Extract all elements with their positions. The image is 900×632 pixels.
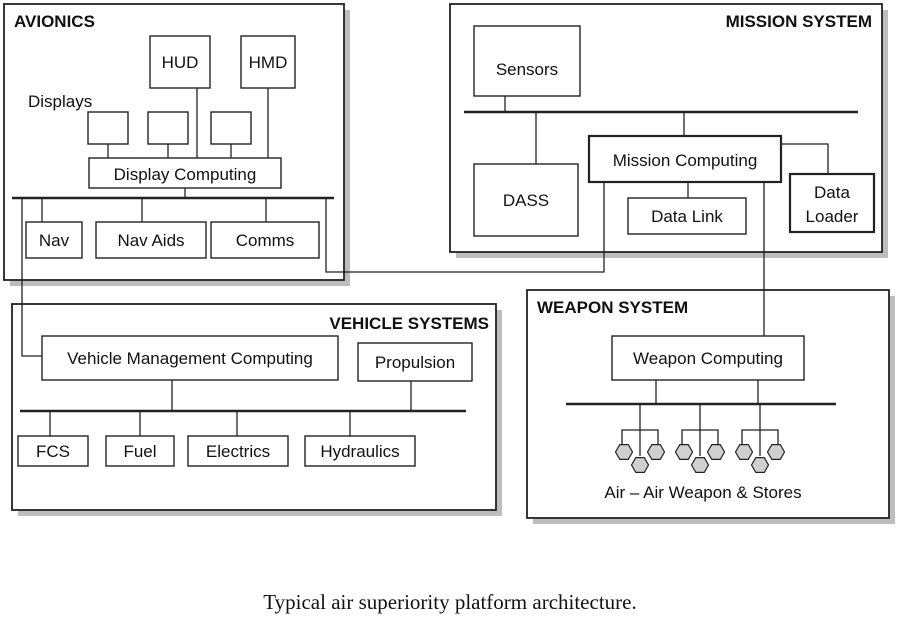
hud-box [149, 35, 211, 89]
weapon-store-hexagon [630, 457, 650, 473]
weapon-computing-box [611, 335, 805, 381]
weapon-store-hexagon [690, 457, 710, 473]
weapon-store-hexagon [674, 444, 694, 460]
weapon-title: WEAPON SYSTEM [537, 298, 688, 317]
nav-aids-label: Nav Aids [117, 231, 184, 250]
displays-label: Displays [28, 92, 92, 111]
weapon-computing-label: Weapon Computing [633, 349, 783, 368]
fuel-box [105, 435, 175, 467]
nav-label: Nav [39, 231, 70, 250]
sensors-box [473, 25, 581, 97]
electrics-box [187, 435, 289, 467]
mission-computing-box [587, 134, 783, 184]
data-link-label: Data Link [651, 207, 723, 226]
weapon-store-hexagon [734, 444, 754, 460]
weapon-stores-group [614, 424, 786, 473]
propulsion-label: Propulsion [375, 353, 455, 372]
data-loader-label-line2: Loader [806, 207, 859, 226]
mission-computing-label: Mission Computing [613, 151, 758, 170]
data-loader-box [788, 172, 876, 234]
vehicle-title: VEHICLE SYSTEMS [329, 314, 489, 333]
fcs-label: FCS [36, 442, 70, 461]
display-computing-label: Display Computing [114, 165, 257, 184]
fcs-box [17, 435, 89, 467]
dass-box [473, 163, 579, 237]
figure-caption: Typical air superiority platform archite… [263, 590, 636, 614]
vmc-box [41, 335, 339, 381]
display-box-3 [210, 111, 252, 145]
display-computing-box [88, 157, 282, 189]
vmc-label: Vehicle Management Computing [67, 349, 313, 368]
weapon-store-hexagon [750, 457, 770, 473]
weapon-store-hexagon [706, 444, 726, 460]
hydraulics-label: Hydraulics [320, 442, 399, 461]
comms-label: Comms [236, 231, 295, 250]
nav-aids-box [95, 221, 207, 259]
weapon-store-hexagon [646, 444, 666, 460]
data-loader-label-line1: Data [814, 183, 850, 202]
nav-box [25, 221, 83, 259]
avionics-mission-link [325, 182, 605, 273]
comms-box [210, 221, 320, 259]
fuel-label: Fuel [123, 442, 156, 461]
hydraulics-box [304, 435, 416, 467]
avionics-vehicle-link [21, 198, 42, 357]
vehicle-panel [11, 303, 497, 511]
hmd-label: HMD [249, 53, 288, 72]
electrics-label: Electrics [206, 442, 270, 461]
mission-title: MISSION SYSTEM [726, 12, 872, 31]
data-link-box [627, 197, 747, 235]
hud-label: HUD [162, 53, 199, 72]
sensors-label: Sensors [496, 60, 558, 79]
stores-label: Air – Air Weapon & Stores [604, 483, 801, 502]
dass-label: DASS [503, 191, 549, 210]
propulsion-box [357, 342, 473, 382]
avionics-title: AVIONICS [14, 12, 95, 31]
data-loader-link [781, 143, 829, 174]
display-box-2 [147, 111, 189, 145]
display-box-1 [87, 111, 129, 145]
weapon-store-hexagon [614, 444, 634, 460]
weapon-store-hexagon [766, 444, 786, 460]
